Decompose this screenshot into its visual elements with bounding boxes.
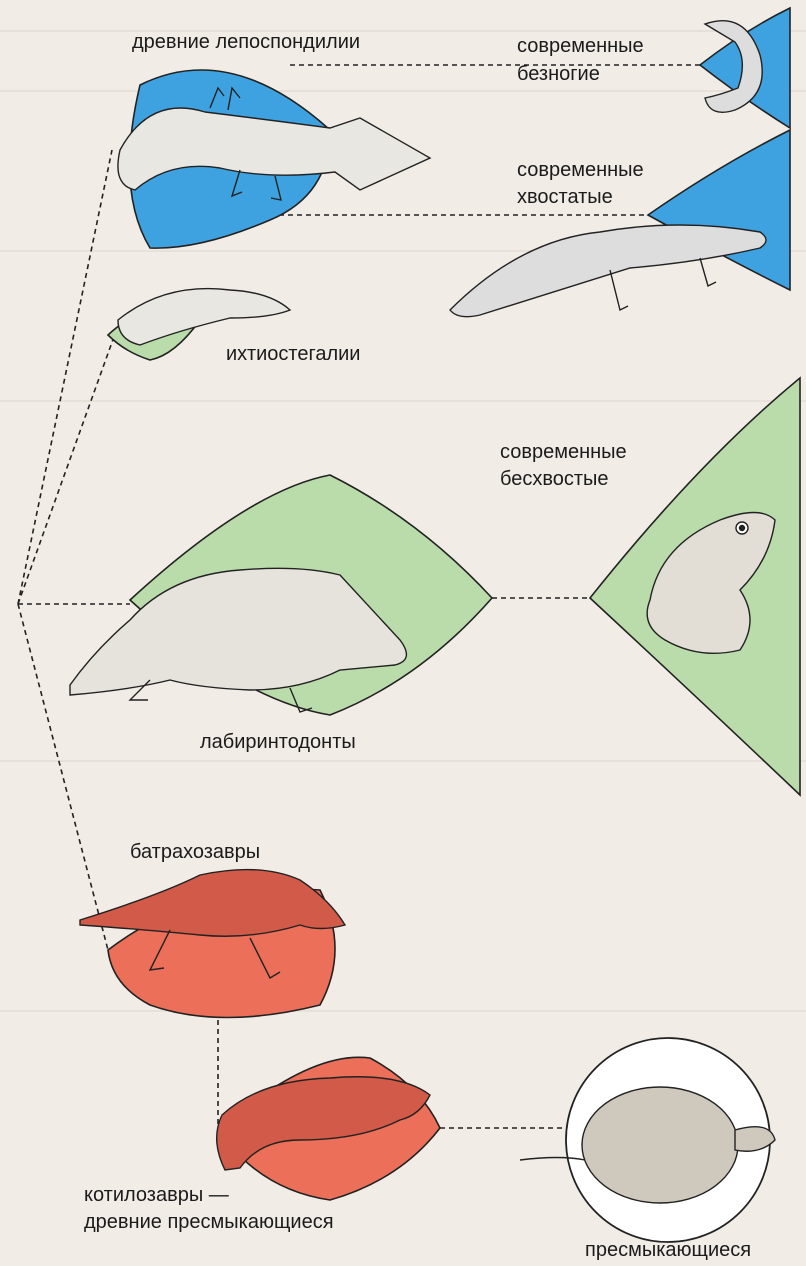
- label-ichthyostegalia: ихтиостегалии: [226, 342, 360, 366]
- newt-icon: [450, 225, 766, 317]
- branch-to-lepospondyls: [18, 150, 112, 604]
- branch-to-ichthyostegalia: [18, 320, 120, 604]
- label-modern-tailless-line1: современные: [500, 440, 627, 464]
- label-modern-legless-line2: безногие: [517, 62, 600, 86]
- ichthyostega-icon: [118, 289, 290, 345]
- label-labyrinthodonts: лабиринтодонты: [200, 730, 356, 754]
- label-modern-tailless-line2: бесхвостые: [500, 467, 609, 491]
- label-reptiles: пресмыкающиеся: [585, 1238, 751, 1262]
- label-cotylosaurs-line2: древние пресмыкающиеся: [84, 1210, 334, 1234]
- tailed-wedge: [648, 130, 790, 290]
- label-ancient-lepospondyls: древние лепоспондилии: [132, 30, 360, 54]
- label-modern-tailed-line2: хвостатые: [517, 185, 613, 209]
- label-cotylosaurs-line1: котилозавры —: [84, 1183, 229, 1207]
- label-modern-legless-line1: современные: [517, 34, 644, 58]
- label-batrachosaurs: батрахозавры: [130, 840, 260, 864]
- label-modern-tailed-line1: современные: [517, 158, 644, 182]
